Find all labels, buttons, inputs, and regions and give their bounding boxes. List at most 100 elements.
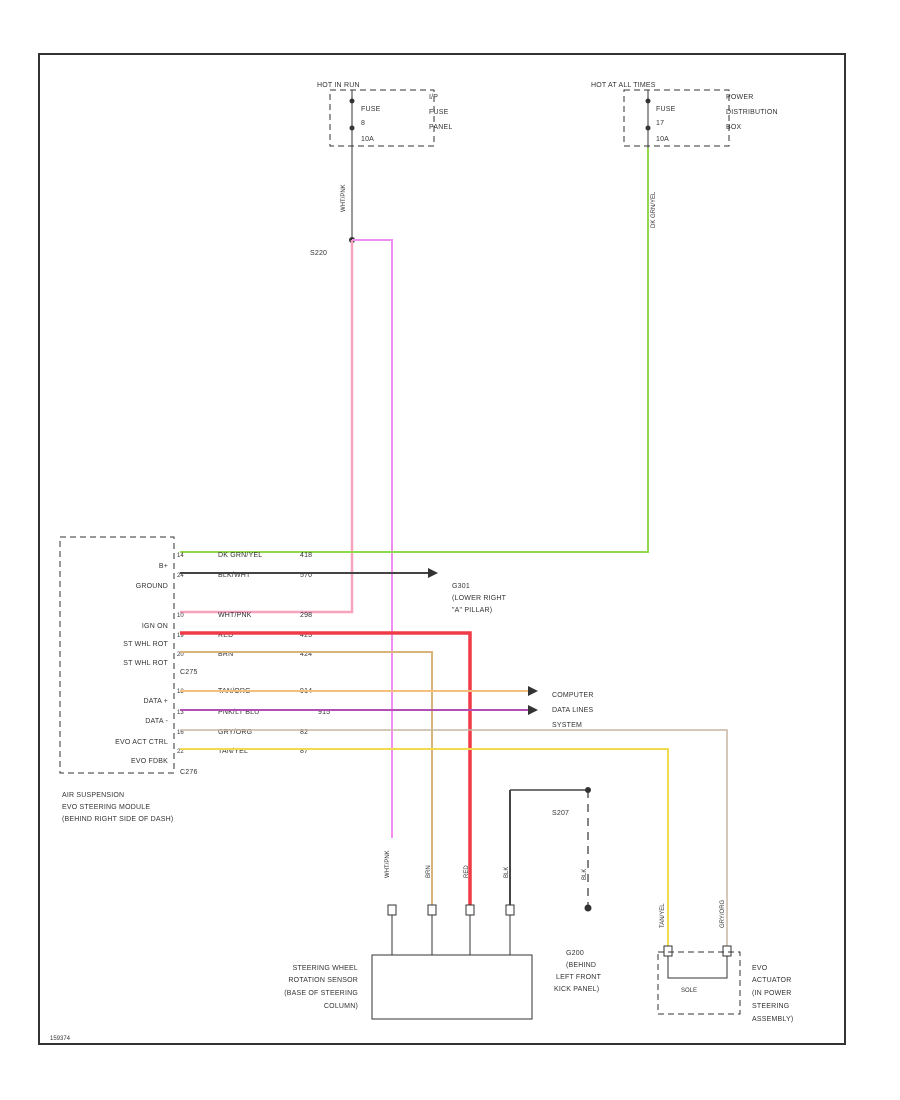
diagram-frame	[38, 53, 846, 1045]
pin-label-ign-on: IGN ON	[142, 623, 168, 630]
panel-left-text-3: PANEL	[429, 124, 452, 131]
actuator-label-3: (IN POWER	[752, 990, 792, 997]
splice-label: S220	[310, 250, 327, 257]
fuse-right-text-3: 10A	[656, 136, 669, 143]
wire-circuit-4: 423	[300, 632, 312, 639]
fuse-left-terminal-bottom	[349, 125, 355, 131]
wire-fuse17-label: DK GRN/YEL	[651, 191, 657, 228]
module-label-2: EVO STEERING MODULE	[62, 804, 150, 811]
ground-arrow	[428, 568, 438, 578]
wire-brn-st-whl-rot	[180, 651, 433, 905]
sensor-terminal-4	[505, 904, 515, 916]
pin-num-2: 24	[177, 573, 184, 579]
wire-color-7: PNK/LT BLU	[218, 709, 259, 716]
fuse-left-text-2: 8	[361, 120, 365, 127]
g200-label-2: (BEHIND	[566, 962, 596, 969]
module-wire-labels: 14 DK GRN/YEL 418 24 BLK/WHT 570 10 WHT/…	[177, 552, 330, 755]
g200-wire-label: BLK	[582, 869, 588, 880]
wire-fuse8-label: WHT/PNK	[341, 184, 347, 212]
panel-right-text-3: BOX	[726, 124, 742, 131]
wire-color-8: GRY/ORG	[218, 729, 252, 736]
hot-at-all-times-label: HOT AT ALL TIMES	[591, 82, 656, 89]
pin-label-evo-act-ctrl: EVO ACT CTRL	[115, 739, 168, 746]
fuse-right-terminal-top	[645, 98, 651, 104]
sensor-label-4: COLUMN)	[324, 1003, 358, 1010]
computer-data-label-3: SYSTEM	[552, 722, 582, 729]
pin-num-3: 10	[177, 613, 184, 619]
actuator-coil	[667, 956, 728, 979]
actuator-label-5: ASSEMBLY)	[752, 1016, 793, 1023]
pin-label-data-plus: DATA +	[144, 698, 168, 705]
fuse-right-text-2: 17	[656, 120, 664, 127]
actuator-wire-label-2: GRY/ORG	[720, 899, 726, 928]
actuator-box	[657, 951, 741, 1015]
pin-label-evo-fdbk: EVO FDBK	[131, 758, 168, 765]
wire-green-b-plus	[180, 148, 649, 553]
module-label-1: AIR SUSPENSION	[62, 792, 124, 799]
wire-red-st-whl-rot	[180, 631, 472, 905]
computer-data-label-2: DATA LINES	[552, 707, 594, 714]
wire-circuit-1: 418	[300, 552, 312, 559]
sensor-label-2: ROTATION SENSOR	[288, 977, 358, 984]
wire-color-9: TAN/YEL	[218, 748, 248, 755]
pin-num-8: 16	[177, 730, 184, 736]
pin-label-b-plus: B+	[159, 563, 168, 570]
pin-num-5: 20	[177, 652, 184, 658]
fuse-right-text-1: FUSE	[656, 106, 676, 113]
g200-label-1: G200	[566, 950, 584, 957]
steering-wheel-rotation-sensor: WHT/PNK BRN RED BLK STEERING WHEEL ROTAT…	[284, 789, 588, 1020]
actuator-label-1: EVO	[752, 965, 768, 972]
g301-label-2: (LOWER RIGHT	[452, 595, 507, 602]
sensor-wire-label-3: RED	[464, 865, 470, 878]
panel-left-text-2: FUSE	[429, 109, 449, 116]
evo-actuator: TAN/YEL GRY/ORG SOLE EVO ACTUATOR (IN PO…	[657, 899, 793, 1023]
wire-color-1: DK GRN/YEL	[218, 552, 262, 559]
fuse-right-terminal-bottom	[645, 125, 651, 131]
actuator-label-2: ACTUATOR	[752, 977, 791, 984]
g301-label-1: G301	[452, 583, 470, 590]
footer-code: 159374	[50, 1036, 71, 1042]
pin-num-9: 22	[177, 749, 184, 755]
pin-num-7: 13	[177, 710, 184, 716]
wire-pink-ign-on	[180, 240, 354, 614]
g200-label-4: KICK PANEL)	[554, 986, 599, 993]
wire-color-3: WHT/PNK	[218, 612, 252, 619]
panel-right-text-2: DISTRIBUTION	[726, 109, 778, 116]
wire-circuit-9: 87	[300, 748, 308, 755]
sensor-wire-label-1: WHT/PNK	[385, 850, 391, 878]
pin-label-st-whl-rot-1: ST WHL ROT	[123, 641, 168, 648]
pin-label-ground: GROUND	[136, 583, 168, 590]
ground-g200: S207 BLK G200 (BEHIND LEFT FRONT KICK PA…	[552, 787, 602, 993]
panel-right-text-1: POWER	[726, 94, 753, 101]
sensor-wire-label-4: BLK	[504, 867, 510, 878]
connector-c276: C276	[180, 769, 198, 776]
g301-label-3: "A" PILLAR)	[452, 607, 492, 614]
fuse-block-right-box	[623, 89, 730, 147]
connector-c275: C275	[180, 669, 198, 676]
actuator-label-4: STEERING	[752, 1003, 789, 1010]
s207-label: S207	[552, 810, 569, 817]
computer-data-label-1: COMPUTER	[552, 692, 594, 699]
pin-label-st-whl-rot-2: ST WHL ROT	[123, 660, 168, 667]
wire-circuit-8: 82	[300, 729, 308, 736]
pin-num-1: 14	[177, 553, 184, 559]
fuse-left-text-1: FUSE	[361, 106, 381, 113]
wire-evo-fdbk	[180, 748, 669, 948]
sensor-label-1: STEERING WHEEL	[293, 965, 358, 972]
wire-circuit-5: 424	[300, 651, 312, 658]
sensor-body	[371, 954, 533, 1020]
g200-label-3: LEFT FRONT	[556, 974, 602, 981]
data-plus-arrow	[528, 686, 538, 696]
actuator-inner-label: SOLE	[681, 988, 697, 994]
pin-label-data-minus: DATA -	[145, 718, 168, 725]
wire-evo-act-ctrl	[180, 729, 728, 948]
fuse-left-terminal-top	[349, 98, 355, 104]
actuator-terminal-1	[663, 945, 673, 957]
sensor-wire-label-2: BRN	[426, 865, 432, 878]
g200-dot	[584, 904, 592, 912]
fuse-block-left-box	[329, 89, 435, 147]
wire-color-2: BLK/WHT	[218, 572, 251, 579]
sensor-terminal-2	[427, 904, 437, 916]
module-label-3: (BEHIND RIGHT SIDE OF DASH)	[62, 816, 173, 823]
